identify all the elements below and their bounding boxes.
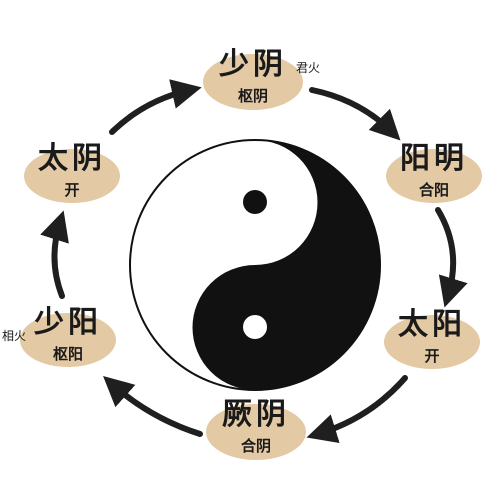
yang-dot xyxy=(243,190,267,214)
node-subtitle: 开 xyxy=(64,181,79,199)
node-title: 阳明 xyxy=(400,141,468,176)
node-subtitle: 枢阴 xyxy=(238,87,268,105)
node-ellipse xyxy=(20,313,116,367)
node-taiyang: 太阳 开 xyxy=(384,307,480,369)
node-ellipse xyxy=(386,149,482,203)
arrow-shaoyang-to-taiyin xyxy=(40,210,69,299)
node-title: 厥阴 xyxy=(222,397,290,432)
arrow-shaoyin-to-yangming xyxy=(309,87,401,141)
arrow-taiyang-to-jueyin xyxy=(306,375,408,444)
node-title: 少阴 xyxy=(219,47,287,82)
node-ellipse xyxy=(206,404,306,460)
node-subtitle: 合阴 xyxy=(240,437,271,455)
arrow-jueyin-to-shaoyang xyxy=(103,376,203,437)
yin-yang-icon xyxy=(129,139,381,391)
node-title: 太阴 xyxy=(38,141,106,176)
cycle-arrows xyxy=(40,79,468,444)
node-shaoyin: 少阴 枢阴 君火 xyxy=(203,47,320,110)
node-title: 少阳 xyxy=(34,305,102,340)
node-ellipse xyxy=(203,54,303,110)
node-ellipse xyxy=(384,315,480,369)
arrow-taiyin-to-shaoyin xyxy=(109,79,202,135)
node-subtitle: 枢阳 xyxy=(53,345,83,363)
node-subtitle: 开 xyxy=(424,347,439,365)
node-taiyin: 太阴 开 xyxy=(24,141,120,203)
node-title: 太阳 xyxy=(398,307,466,342)
arrow-yangming-to-taiyang xyxy=(435,207,468,308)
node-jueyin: 厥阴 合阴 xyxy=(206,397,306,460)
node-note: 相火 xyxy=(2,329,26,343)
node-subtitle: 合阳 xyxy=(418,181,449,199)
node-shaoyang: 少阳 枢阳 相火 xyxy=(2,305,116,367)
node-note: 君火 xyxy=(296,61,320,75)
node-ellipse xyxy=(24,149,120,203)
yin-dot xyxy=(243,315,267,339)
node-yangming: 阳明 合阳 xyxy=(386,141,482,203)
